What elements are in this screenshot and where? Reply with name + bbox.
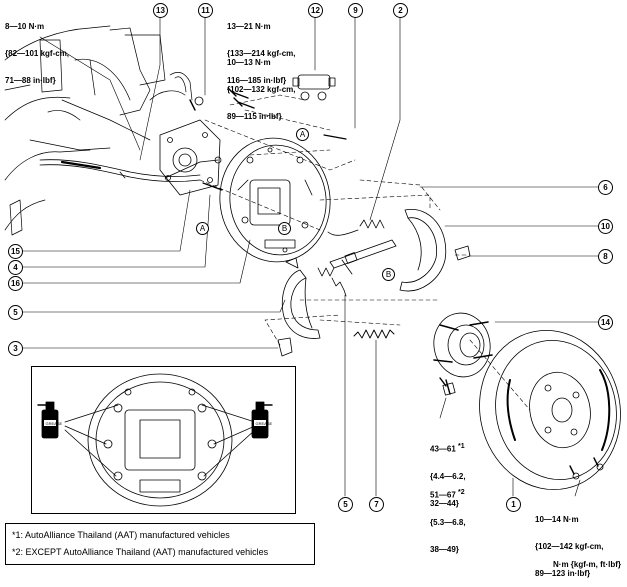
- inset-frame: [31, 366, 296, 514]
- units-legend: N·m {kgf-m, ft·lbf}: [553, 560, 621, 569]
- torque-spec-13: 8—10 N·m {82—101 kgf-cm, 71—88 in·lbf}: [5, 22, 70, 85]
- grease-label: GREASE: [46, 421, 63, 426]
- grease-label: GREASE: [256, 421, 273, 426]
- torque-spec-hub-non-aat: 51—67 *2 {5.3—6.8, 38—49}: [430, 489, 466, 554]
- ref-mark-b-plate: B: [278, 222, 291, 235]
- backing-plate: [219, 137, 331, 263]
- ref-mark-a-left: A: [196, 222, 209, 235]
- callout-6: 6: [598, 180, 613, 195]
- grease-point-inset: [64, 373, 256, 507]
- callout-5-bottom: 5: [338, 497, 353, 512]
- footnote-except-aat: *2: EXCEPT AutoAlliance Thailand (AAT) m…: [12, 547, 269, 557]
- grease-can-icon: [37, 401, 59, 439]
- vehicle-body-sketch: [4, 25, 193, 236]
- adjuster-strut: [329, 239, 397, 275]
- callout-13: 13: [153, 3, 168, 18]
- wheel-hub: [433, 312, 493, 396]
- callout-leaders: [21, 16, 599, 497]
- grease-can-icon: [251, 401, 273, 439]
- return-springs: [317, 219, 395, 339]
- callout-15: 15: [8, 244, 23, 259]
- ref-mark-a-top: A: [296, 128, 309, 141]
- wheel-cylinder: [292, 74, 336, 101]
- drum-screws: [569, 457, 604, 480]
- cable-and-hose: [39, 99, 222, 182]
- footnote-aat: *1: AutoAlliance Thailand (AAT) manufact…: [12, 530, 230, 540]
- brake-exploded-diagram: GREASE GREASE: [4, 16, 621, 507]
- callout-7: 7: [369, 497, 384, 512]
- wheel-cylinder-bolts: [194, 87, 255, 109]
- torque-spec-wheel-cylinder-bolts: 10—13 N·m {102—132 kgf-cm, 89—115 in·lbf…: [227, 58, 296, 121]
- footnotes-box: *1: AutoAlliance Thailand (AAT) manufact…: [5, 523, 315, 565]
- callout-5-left: 5: [8, 305, 23, 320]
- ref-mark-b-shoe: B: [382, 268, 395, 281]
- bleeder-pin: [323, 134, 347, 140]
- torque-spec-hub-aat: 43—61 *1 {4.4—6.2, 32—44}: [430, 443, 466, 508]
- callout-9: 9: [348, 3, 363, 18]
- callout-11: 11: [198, 3, 213, 18]
- brake-shoe-rear: [281, 269, 321, 339]
- callout-3: 3: [8, 341, 23, 356]
- callout-2: 2: [393, 3, 408, 18]
- callout-4: 4: [8, 260, 23, 275]
- shoe-hold-pin: [202, 182, 223, 191]
- callout-10: 10: [598, 219, 613, 234]
- callout-12: 12: [308, 3, 323, 18]
- brake-drum: [479, 330, 621, 490]
- assembly-guide-lines: [199, 94, 531, 411]
- brake-shoe-front: [399, 208, 447, 292]
- shoe-clips: [277, 245, 471, 357]
- callout-1: 1: [506, 497, 521, 512]
- torque-spec-11: 13—21 N·m {133—214 kgf-cm, 116—185 in·lb…: [227, 22, 296, 85]
- callout-8: 8: [598, 249, 613, 264]
- callout-14: 14: [598, 315, 613, 330]
- mount-plate: [159, 119, 221, 196]
- callout-16: 16: [8, 276, 23, 291]
